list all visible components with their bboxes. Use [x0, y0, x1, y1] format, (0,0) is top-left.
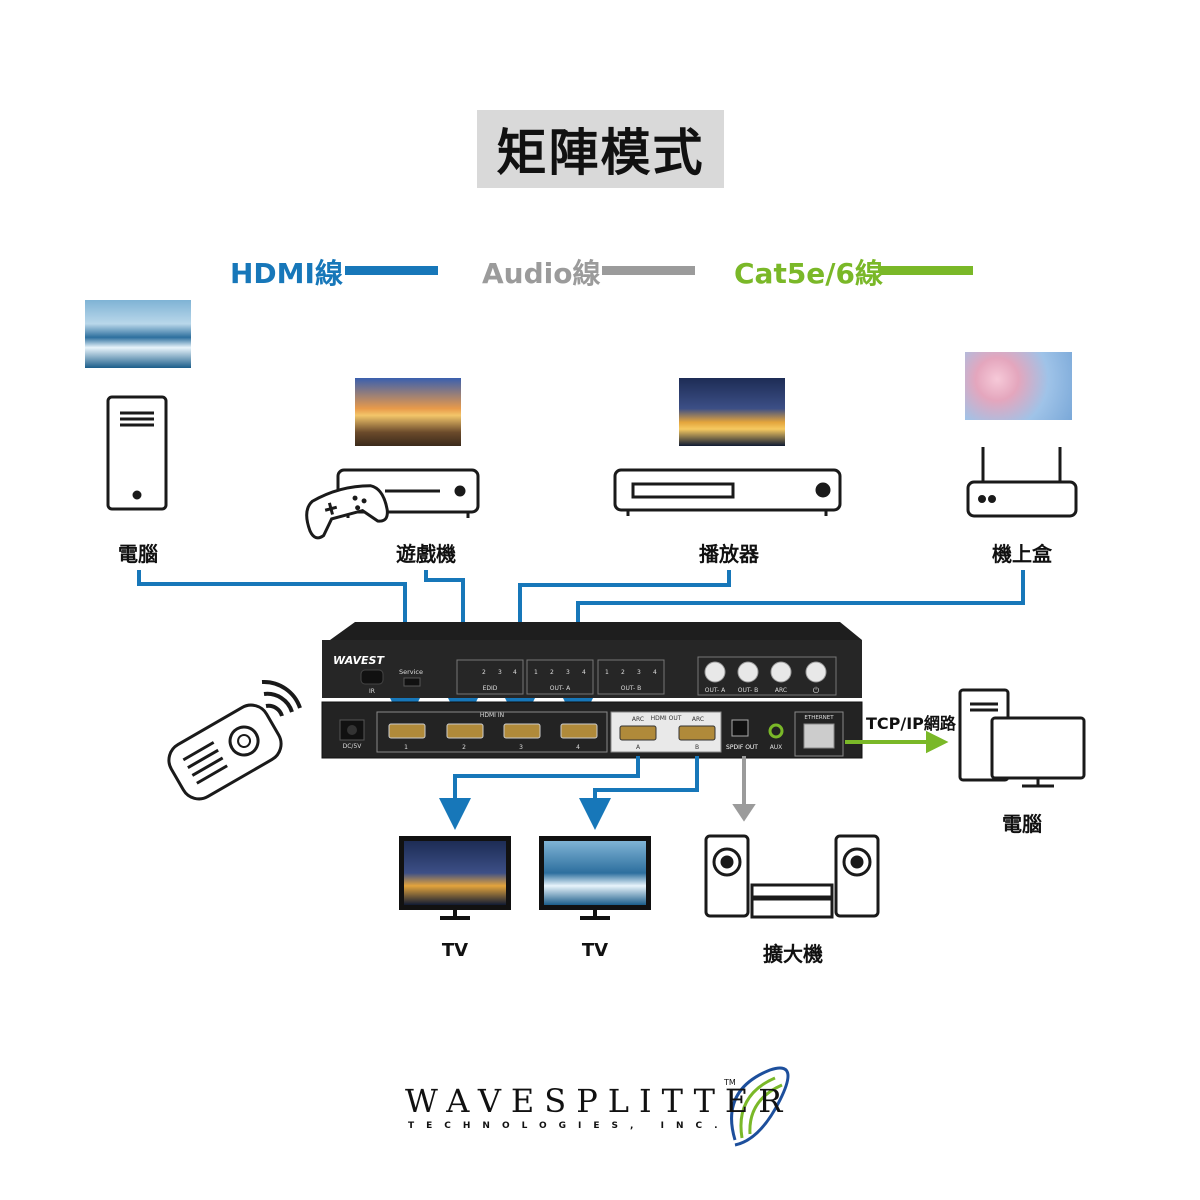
arc-label-a: ARC: [632, 716, 644, 723]
arc-label-b: ARC: [692, 716, 704, 723]
out-a-switches: 1 2 3 4 OUT- A: [526, 659, 594, 695]
ethernet-port: [803, 723, 835, 749]
logo-sub: TECHNOLOGIES, INC.: [408, 1121, 730, 1131]
spdif-port: [731, 719, 749, 737]
wavesplitter-logo-swoosh: [730, 1066, 790, 1147]
power-button: [805, 661, 827, 683]
device-brand: WAVEST: [333, 654, 385, 667]
legend-hdmi-label: HDMI線: [230, 257, 343, 290]
out-port-a: A: [636, 744, 641, 751]
tv-b-icon: [539, 836, 651, 920]
ethernet-label: ETHERNET: [804, 715, 834, 721]
edid-num-3: 3: [498, 669, 502, 676]
wave-photo: [85, 300, 191, 368]
ir-label: IR: [369, 688, 375, 695]
out-b-button: [737, 661, 759, 683]
output-label-amp: 擴大機: [763, 942, 823, 966]
in-port-1: 1: [404, 744, 408, 751]
legend-audio-label: Audio線: [482, 257, 601, 290]
legend-cat-label: Cat5e/6線: [734, 257, 884, 290]
outb-sw-label: OUT- B: [621, 685, 641, 692]
service-label: Service: [399, 668, 423, 676]
hdmi-out-a-port: [619, 725, 657, 741]
ir-sensor: [360, 669, 384, 685]
hdmi-out-b-port: [678, 725, 716, 741]
hdmi-in-label: HDMI IN: [480, 712, 504, 719]
legend-hdmi-line: [345, 266, 438, 275]
pc-tower-icon: [106, 395, 168, 511]
in-port-2: 2: [462, 744, 466, 751]
signal-waves-icon: [261, 679, 302, 717]
dc-label: DC/5V: [343, 743, 363, 750]
router-icon: [966, 447, 1078, 518]
title-box: 矩陣模式: [477, 110, 724, 188]
network-line: [845, 730, 949, 754]
media-player-icon: [613, 468, 842, 516]
spdif-label: SPDIF OUT: [726, 744, 758, 751]
power-icon: ⏻: [813, 686, 820, 695]
aux-port: [768, 723, 784, 739]
edid-switches: 2 3 4 EDID: [456, 659, 524, 695]
network-label: TCP/IP網路: [866, 714, 956, 733]
outb-num-2: 2: [621, 669, 625, 676]
service-port: [403, 677, 421, 687]
outa-num-2: 2: [550, 669, 554, 676]
outb-num-3: 3: [637, 669, 641, 676]
edid-num-2: 2: [482, 669, 486, 676]
gamepad-icon: [305, 484, 389, 540]
arc-button: [770, 661, 792, 683]
source-label-pc: 電腦: [118, 542, 158, 566]
legend-cat-line: [880, 266, 973, 275]
out-b-switches: 1 2 3 4 OUT- B: [597, 659, 665, 695]
in-port-4: 4: [576, 744, 580, 751]
output-label-tv-a: TV: [441, 940, 469, 961]
in-port-3: 3: [519, 744, 523, 751]
amplifier-icon: [704, 834, 880, 919]
out-b-btn-label: OUT- B: [738, 687, 758, 694]
source-label-player: 播放器: [699, 542, 759, 566]
network-pc-icon: [958, 688, 1086, 788]
hdmi-output-lines: [439, 756, 699, 830]
network-pc-label: 電腦: [1002, 812, 1042, 836]
outb-num-1: 1: [605, 669, 609, 676]
edid-num-4: 4: [513, 669, 517, 676]
outb-num-4: 4: [653, 669, 657, 676]
source-label-stb: 機上盒: [992, 542, 1052, 566]
logo-tm: TM: [724, 1078, 736, 1087]
audio-output-line: [732, 756, 756, 822]
outa-num-4: 4: [582, 669, 586, 676]
page-title: 矩陣模式: [496, 124, 705, 182]
pier-photo: [355, 378, 461, 446]
logo-name: WAVESPLITTER: [405, 1082, 793, 1120]
bridge-photo: [679, 378, 785, 446]
outa-num-3: 3: [566, 669, 570, 676]
source-label-game: 遊戲機: [396, 542, 456, 566]
arc-btn-label: ARC: [775, 687, 787, 694]
legend-audio-line: [602, 266, 695, 275]
hdmi-in-ports: [388, 723, 598, 739]
hdmi-out-label: HDMI OUT: [651, 715, 682, 722]
out-port-b: B: [695, 744, 699, 751]
edid-label: EDID: [483, 685, 498, 692]
remote-control-icon: [167, 703, 283, 801]
front-buttons: OUT- A OUT- B ARC ⏻: [697, 656, 837, 696]
out-a-btn-label: OUT- A: [705, 687, 726, 694]
aux-label: AUX: [770, 744, 783, 751]
out-a-button: [704, 661, 726, 683]
output-label-tv-b: TV: [581, 940, 609, 961]
tv-a-icon: [399, 836, 511, 920]
outa-sw-label: OUT- A: [550, 685, 571, 692]
outa-num-1: 1: [534, 669, 538, 676]
blossom-photo: [965, 352, 1072, 420]
